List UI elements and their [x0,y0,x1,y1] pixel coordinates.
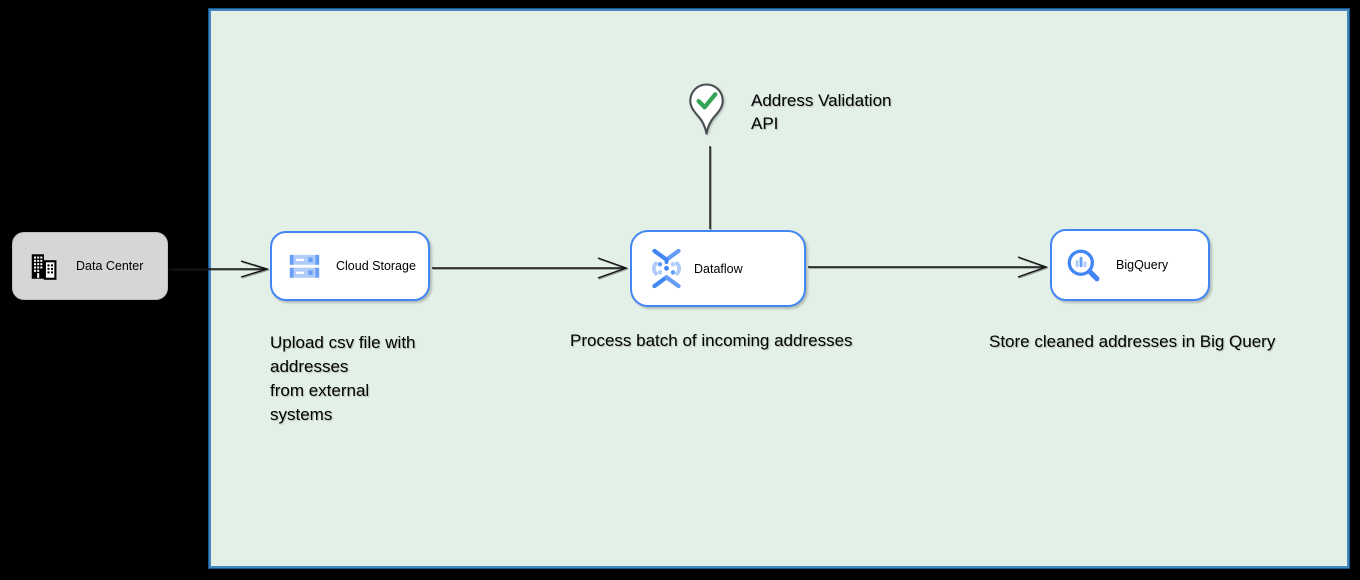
node-label-cloud-storage: Cloud Storage [336,259,416,273]
data-center-icon [31,253,57,280]
caption-store-cleaned: Store cleaned addresses in Big Query [989,332,1276,351]
caption-upload-csv: Upload csv file with addresses from exte… [270,333,416,424]
label-address-validation-api: Address Validation API [751,91,892,133]
node-bigquery[interactable]: BigQuery [1050,229,1210,301]
bigquery-icon [1067,249,1100,281]
node-dataflow[interactable]: Dataflow [630,230,806,307]
cloud-storage-icon [289,254,320,278]
node-data-center[interactable]: Data Center [12,232,168,300]
address-validation-pin-icon[interactable] [688,81,725,138]
node-label-data-center: Data Center [76,259,144,273]
node-label-dataflow: Dataflow [694,261,743,276]
node-label-bigquery: BigQuery [1116,258,1169,272]
caption-process-batch: Process batch of incoming addresses [570,331,853,350]
node-cloud-storage[interactable]: Cloud Storage [270,231,430,301]
dataflow-icon [651,248,682,289]
